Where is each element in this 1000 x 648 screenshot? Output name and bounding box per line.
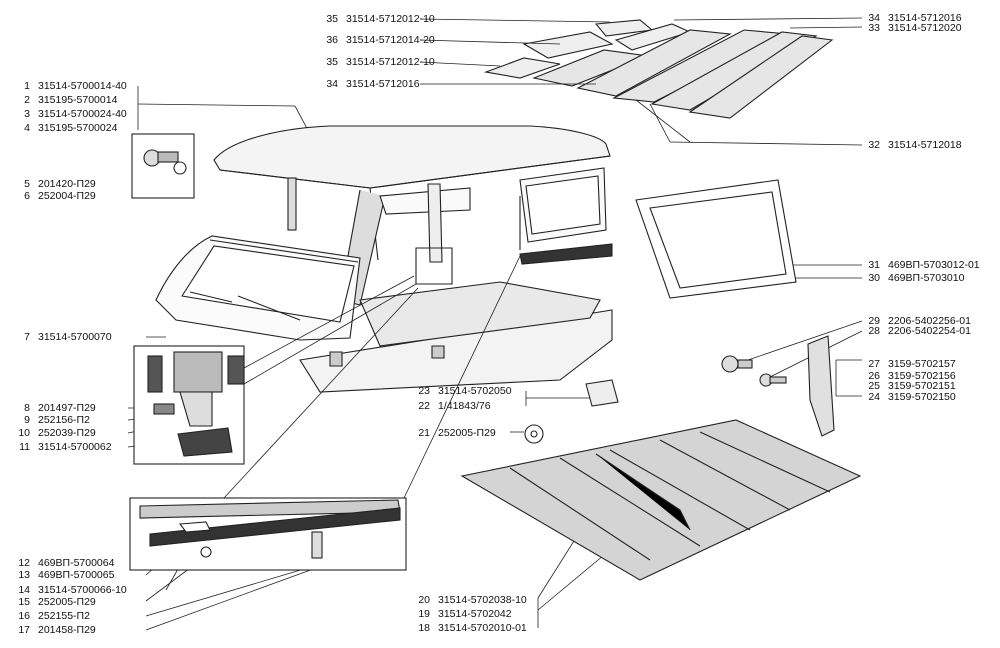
car-body [155,235,613,393]
door-lock-parts [721,335,835,437]
bolt-detail-inset [131,133,195,199]
rear-window-assembly [635,179,797,299]
rail-detail-inset [129,255,521,571]
roof-insulation-panels [483,19,834,119]
latch-bracket [524,379,619,444]
floor-mat [460,419,862,581]
seal-bracket-inset [133,275,417,465]
hardtop-roof [213,125,613,306]
